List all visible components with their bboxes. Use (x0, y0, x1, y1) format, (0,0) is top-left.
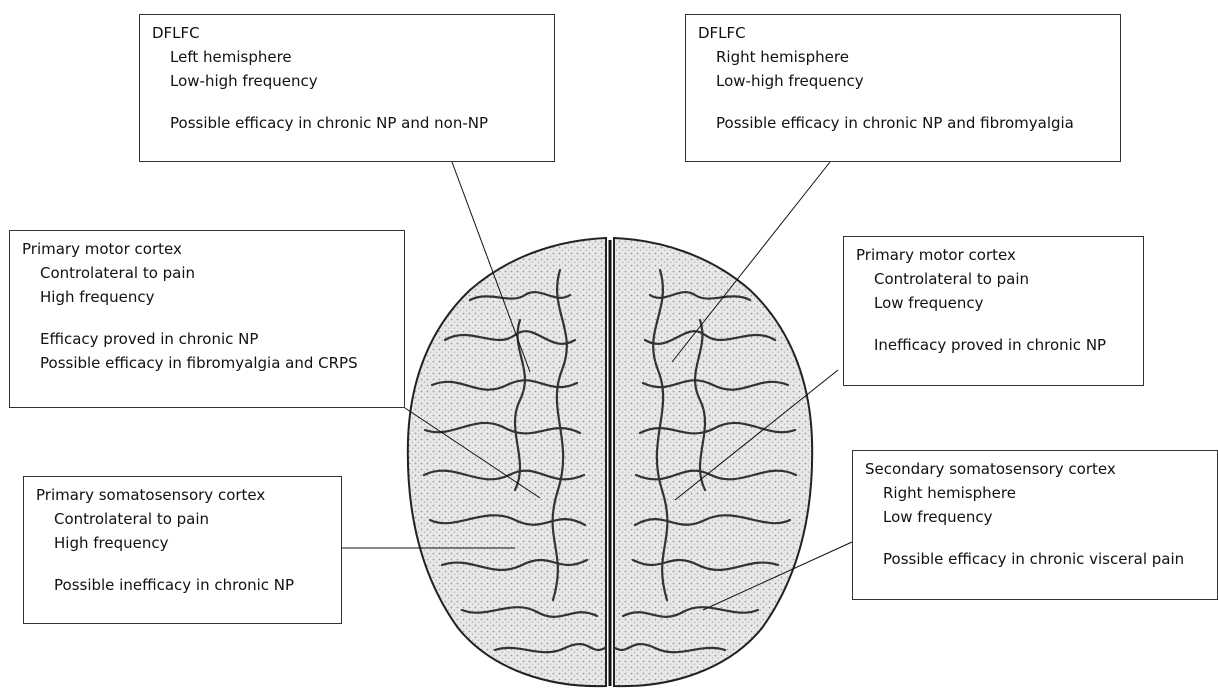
annotation-finding: Possible efficacy in fibromyalgia and CR… (40, 354, 358, 372)
annotation-title: DFLFC (152, 24, 200, 42)
annotation-line: Low-high frequency (716, 72, 864, 90)
annotation-m1-left: Primary motor cortex Controlateral to pa… (9, 230, 405, 408)
left-hemisphere (406, 236, 607, 688)
annotation-line: Low frequency (874, 294, 984, 312)
annotation-title: DFLFC (698, 24, 746, 42)
annotation-s1-left: Primary somatosensory cortex Controlater… (23, 476, 342, 624)
annotation-line: Right hemisphere (716, 48, 849, 66)
right-hemisphere (613, 236, 814, 688)
leader-line-s2-right (702, 541, 853, 611)
annotation-finding: Efficacy proved in chronic NP (40, 330, 259, 348)
annotation-finding: Possible inefficacy in chronic NP (54, 576, 295, 594)
annotation-line: Right hemisphere (883, 484, 1016, 502)
leader-line-dflfc-right (671, 161, 831, 363)
annotation-title: Primary somatosensory cortex (36, 486, 266, 504)
annotation-s2-right: Secondary somatosensory cortex Right hem… (852, 450, 1218, 600)
annotation-finding: Inefficacy proved in chronic NP (874, 336, 1107, 354)
annotation-title: Primary motor cortex (22, 240, 182, 258)
annotation-line: Low-high frequency (170, 72, 318, 90)
annotation-line: High frequency (54, 534, 169, 552)
annotation-line: Controlateral to pain (40, 264, 196, 282)
annotation-line: Low frequency (883, 508, 993, 526)
annotation-title: Primary motor cortex (856, 246, 1016, 264)
annotation-line: Controlateral to pain (874, 270, 1030, 288)
annotation-m1-right: Primary motor cortex Controlateral to pa… (843, 236, 1144, 386)
leader-line-m1-right (674, 369, 839, 501)
annotation-dflfc-right: DFLFC Right hemisphere Low-high frequenc… (685, 14, 1121, 162)
leader-line-dflfc-left (451, 161, 531, 373)
leader-line-m1-left (404, 407, 541, 499)
annotation-dflfc-left: DFLFC Left hemisphere Low-high frequency… (139, 14, 555, 162)
annotation-line: Controlateral to pain (54, 510, 210, 528)
annotation-line: High frequency (40, 288, 155, 306)
annotation-finding: Possible efficacy in chronic NP and fibr… (716, 114, 1074, 132)
annotation-line: Left hemisphere (170, 48, 292, 66)
annotation-finding: Possible efficacy in chronic NP and non-… (170, 114, 489, 132)
annotation-title: Secondary somatosensory cortex (865, 460, 1116, 478)
annotation-finding: Possible efficacy in chronic visceral pa… (883, 550, 1185, 568)
